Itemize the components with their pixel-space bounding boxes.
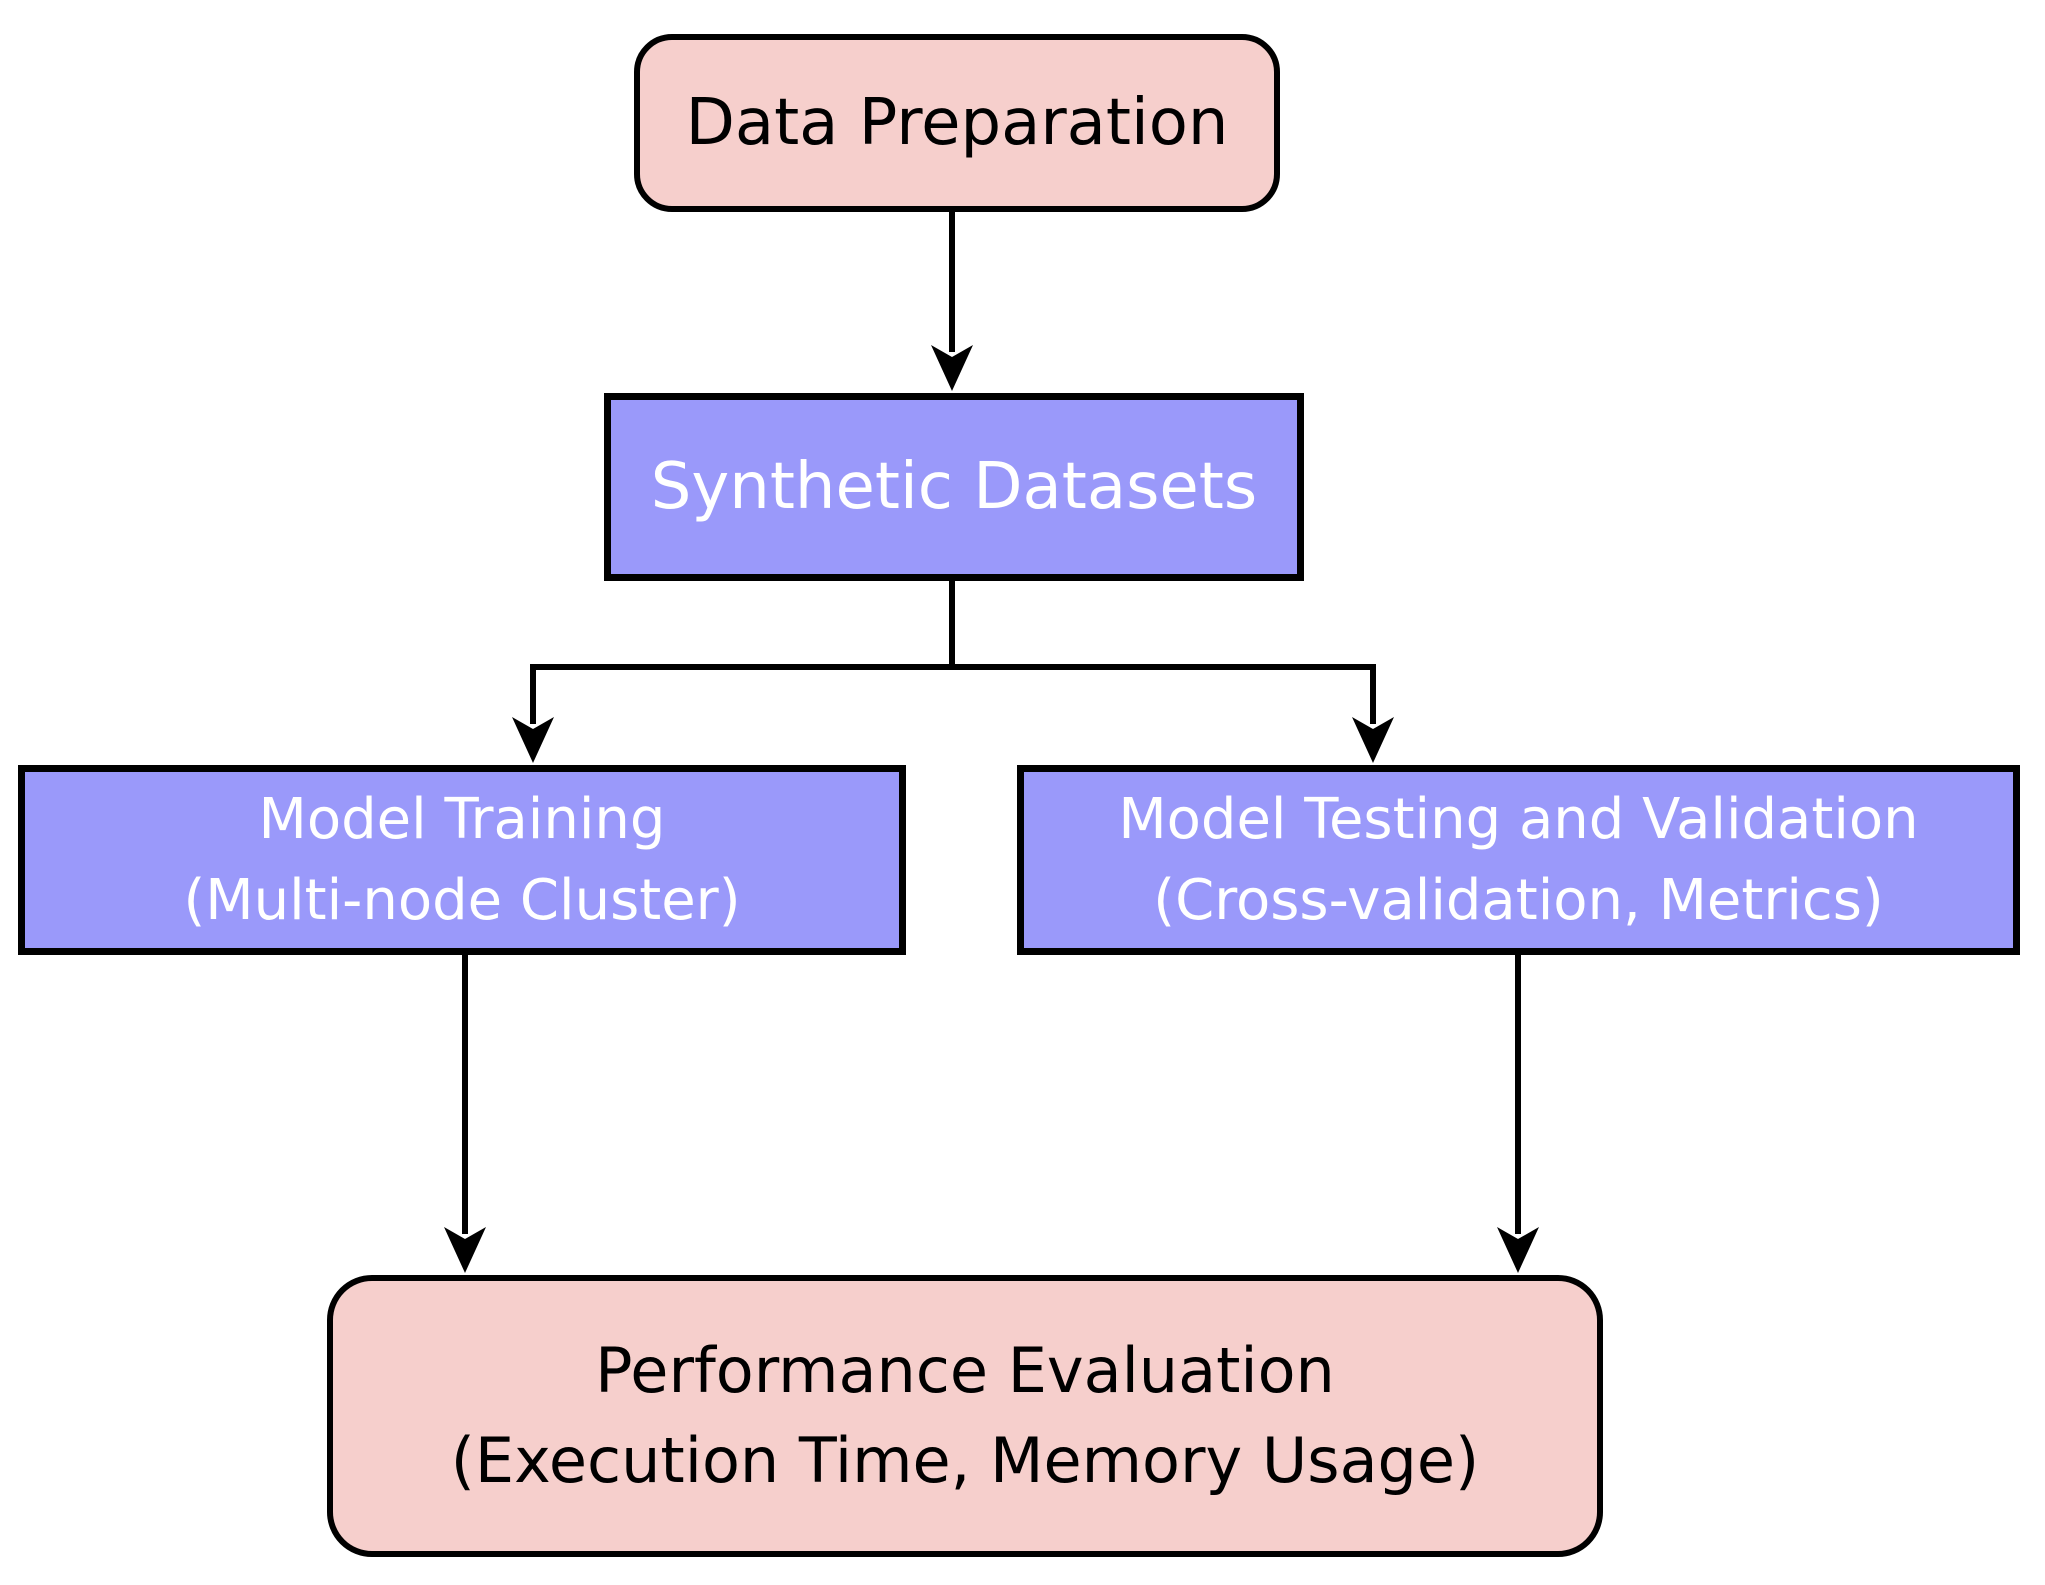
node-label: Data Preparation <box>685 86 1229 160</box>
node-label-line-2: (Execution Time, Memory Usage) <box>450 1424 1480 1497</box>
edge-model-training-to-performance-evaluation <box>444 953 486 1273</box>
node-data-preparation: Data Preparation <box>634 34 1280 212</box>
edge-synthetic-datasets-branch <box>512 581 1394 763</box>
edge-model-testing-to-performance-evaluation <box>1497 953 1539 1273</box>
node-performance-evaluation: Performance Evaluation (Execution Time, … <box>327 1275 1603 1557</box>
node-label-line-1: Performance Evaluation <box>595 1334 1335 1408</box>
node-label-line-1: Model Training <box>258 786 666 852</box>
arrowhead-icon <box>512 717 554 763</box>
arrowhead-icon <box>1497 1227 1539 1273</box>
arrowhead-icon <box>1352 717 1394 763</box>
node-label-line-2: (Multi-node Cluster) <box>183 868 741 933</box>
node-label-line-1: Model Testing and Validation <box>1118 786 1919 852</box>
arrowhead-icon <box>931 345 973 391</box>
node-model-training: Model Training (Multi-node Cluster) <box>18 765 906 955</box>
arrowhead-icon <box>444 1227 486 1273</box>
node-label: Synthetic Datasets <box>650 450 1258 524</box>
node-synthetic-datasets: Synthetic Datasets <box>604 393 1304 581</box>
node-model-testing-validation: Model Testing and Validation (Cross-vali… <box>1017 765 2020 955</box>
edge-data-preparation-to-synthetic-datasets <box>931 212 973 391</box>
node-label-line-2: (Cross-validation, Metrics) <box>1153 868 1884 933</box>
